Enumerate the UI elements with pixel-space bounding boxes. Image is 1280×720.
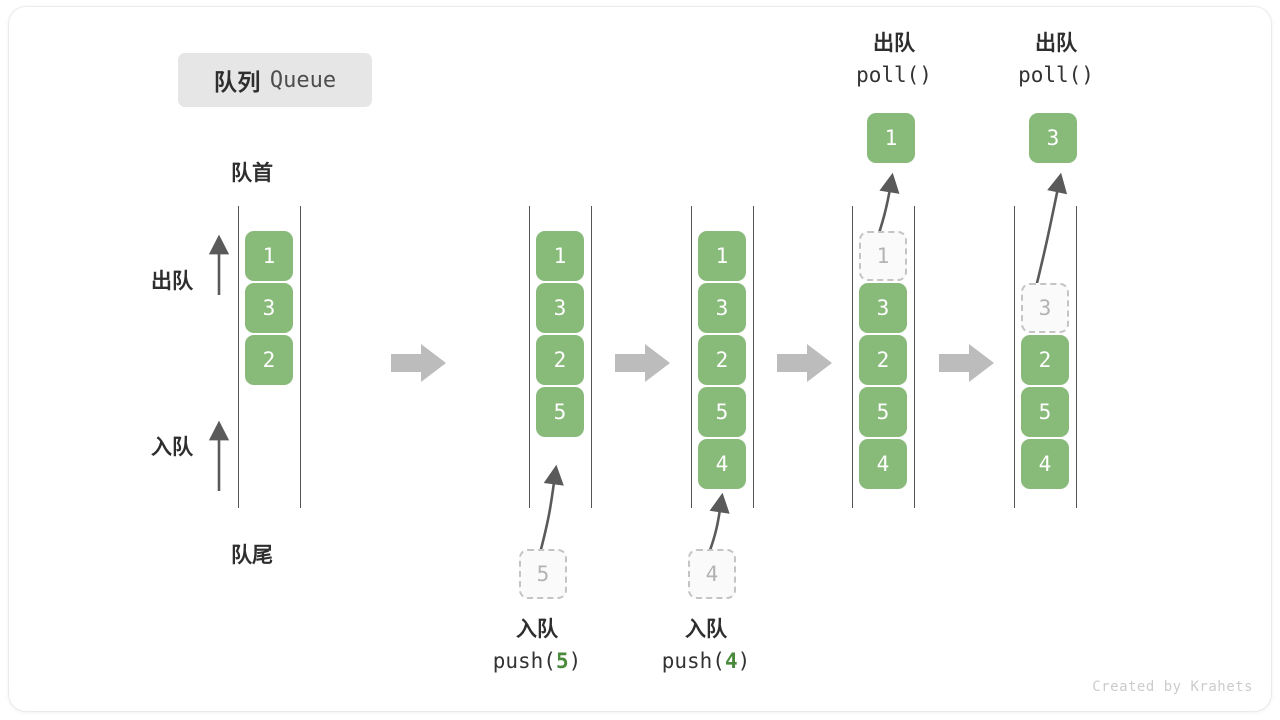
incoming-ghost-cell: 4 <box>688 549 736 599</box>
queue-rail-left-4 <box>852 206 853 508</box>
enqueue-label: 入队 <box>151 436 193 459</box>
queue-rail-left-5 <box>1014 206 1015 508</box>
rear-label: 队尾 <box>231 544 273 567</box>
queue-cell: 2 <box>698 335 746 385</box>
queue-cell: 1 <box>245 231 293 281</box>
queue-cell: 2 <box>245 335 293 385</box>
popped-cell: 1 <box>867 113 915 163</box>
push-4-caption-cn: 入队 <box>685 618 727 641</box>
poll-3-caption-cn: 出队 <box>1035 32 1077 55</box>
queue-cell: 5 <box>859 387 907 437</box>
step-arrow-2 <box>615 344 670 382</box>
poll-3-caption-code: poll() <box>1018 63 1094 87</box>
queue-rail-right-2 <box>591 206 592 508</box>
dequeue-label: 出队 <box>151 270 193 293</box>
push-4-caption-code: push(4) <box>661 649 751 673</box>
poll-1-caption-code: poll() <box>856 63 932 87</box>
queue-cell: 2 <box>859 335 907 385</box>
queue-rail-right-1 <box>300 206 301 508</box>
push-4-caption: 入队 push(4) <box>626 615 786 677</box>
queue-cell: 4 <box>859 439 907 489</box>
leaving-ghost-cell: 3 <box>1021 283 1069 333</box>
incoming-ghost-cell: 5 <box>519 549 567 599</box>
poll-1-caption-cn: 出队 <box>873 32 915 55</box>
queue-rail-left-1 <box>238 206 239 508</box>
queue-cell: 3 <box>536 283 584 333</box>
queue-cell: 1 <box>536 231 584 281</box>
push-5-caption-code: push(5) <box>492 649 582 673</box>
queue-rail-right-3 <box>753 206 754 508</box>
queue-rail-left-3 <box>691 206 692 508</box>
poll-3-caption: 出队 poll() <box>981 29 1131 91</box>
diagram-card: 队列 Queue <box>8 6 1272 712</box>
step-arrow-1 <box>391 344 446 382</box>
push-5-arrow <box>538 464 564 554</box>
push-4-arrow <box>707 492 730 554</box>
poll-3-arrow <box>1031 172 1068 300</box>
queue-rail-left-2 <box>529 206 530 508</box>
queue-cell: 3 <box>859 283 907 333</box>
step-arrow-3 <box>777 344 832 382</box>
queue-rail-right-4 <box>914 206 915 508</box>
queue-cell: 2 <box>1021 335 1069 385</box>
queue-cell: 2 <box>536 335 584 385</box>
title-badge: 队列 Queue <box>178 53 372 107</box>
step-arrow-4 <box>939 344 994 382</box>
arrows-overlay <box>208 172 1068 554</box>
queue-cell: 4 <box>1021 439 1069 489</box>
popped-cell: 3 <box>1029 113 1077 163</box>
queue-cell: 5 <box>1021 387 1069 437</box>
queue-rail-right-5 <box>1076 206 1077 508</box>
poll-1-caption: 出队 poll() <box>819 29 969 91</box>
queue-cell-new: 4 <box>698 439 746 489</box>
front-label: 队首 <box>231 162 273 185</box>
queue-cell: 1 <box>698 231 746 281</box>
queue-cell: 3 <box>245 283 293 333</box>
queue-cell: 5 <box>698 387 746 437</box>
push-5-caption: 入队 push(5) <box>457 615 617 677</box>
queue-cell: 3 <box>698 283 746 333</box>
footer-credit: Created by Krahets <box>1092 679 1253 695</box>
title-cn: 队列 <box>213 69 261 95</box>
leaving-ghost-cell: 1 <box>859 231 907 281</box>
queue-cell-new: 5 <box>536 387 584 437</box>
push-5-caption-cn: 入队 <box>516 618 558 641</box>
title-en: Queue <box>269 67 337 93</box>
